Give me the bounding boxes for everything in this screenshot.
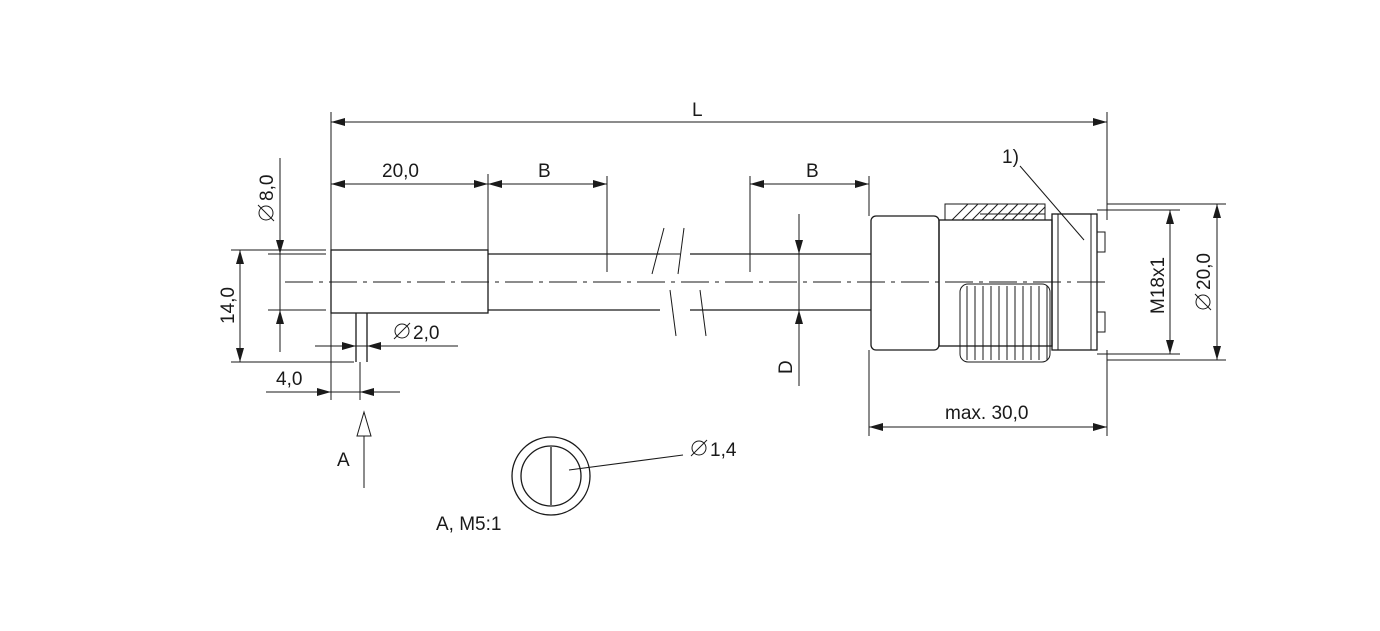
diameter-symbol-icon bbox=[1194, 293, 1212, 311]
pin-offset-label: 4,0 bbox=[276, 369, 302, 390]
cable-segment-left-label: B bbox=[538, 161, 551, 182]
note-leader-line bbox=[1019, 165, 1085, 241]
dimension-thread bbox=[1097, 209, 1180, 355]
dimension-cable-diameter bbox=[795, 214, 803, 386]
lens-diameter-label: 1,4 bbox=[710, 440, 737, 461]
view-marker-label: A bbox=[337, 450, 350, 471]
hatching bbox=[951, 203, 1046, 221]
dimension-pin-diameter bbox=[315, 342, 458, 350]
diameter-symbol-icon bbox=[257, 204, 275, 222]
thread-label: M18x1 bbox=[1148, 257, 1169, 314]
connector-diameter-label: 20,0 bbox=[1194, 253, 1215, 290]
sensor-head bbox=[330, 249, 489, 362]
dimension-head-length bbox=[331, 174, 489, 250]
note-marker-label: 1) bbox=[1002, 147, 1019, 168]
cable bbox=[488, 227, 871, 337]
dimension-head-height bbox=[231, 249, 354, 363]
head-length-label: 20,0 bbox=[382, 161, 419, 182]
diameter-symbol-icon bbox=[393, 322, 411, 340]
dimension-overall-length bbox=[330, 112, 1108, 250]
knurling bbox=[966, 286, 1048, 360]
view-arrow bbox=[356, 410, 372, 488]
pin-diameter-label: 2,0 bbox=[413, 323, 439, 344]
dimension-connector-diameter bbox=[1107, 203, 1226, 361]
diameter-symbol-icon bbox=[690, 439, 708, 457]
dimension-sensor-diameter bbox=[268, 158, 326, 352]
dimension-cable-segment-left bbox=[488, 176, 608, 272]
dimension-connector-length bbox=[868, 350, 1108, 436]
dimension-cable-segment-right bbox=[749, 176, 870, 272]
cable-diameter-label: D bbox=[776, 360, 797, 374]
head-height-label: 14,0 bbox=[218, 287, 239, 324]
connector bbox=[870, 203, 1106, 363]
detail-view bbox=[511, 436, 684, 516]
sensor-diameter-label: 8,0 bbox=[257, 175, 278, 201]
detail-view-label: A, M5:1 bbox=[436, 514, 501, 535]
connector-length-label: max. 30,0 bbox=[945, 403, 1028, 424]
cable-segment-right-label: B bbox=[806, 161, 819, 182]
overall-length-label: L bbox=[692, 100, 703, 121]
dimension-pin-offset bbox=[266, 313, 400, 400]
